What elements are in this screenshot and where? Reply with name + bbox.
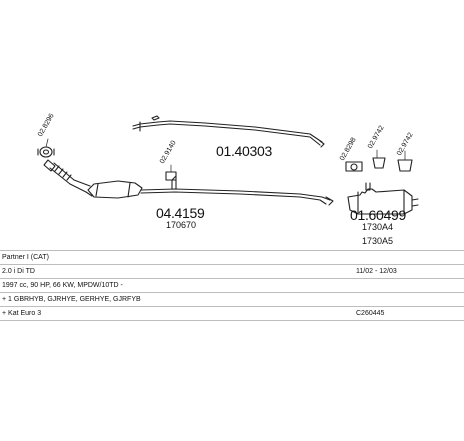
vehicle-info-row: Partner I (CAT) — [0, 250, 464, 265]
vehicle-info-row: 2.0 i Di TD 11/02 - 12/03 — [0, 265, 464, 279]
vehicle-info-table: Partner I (CAT) 2.0 i Di TD 11/02 - 12/0… — [0, 250, 464, 321]
part-label-01-60499: 01.60499 — [350, 207, 406, 223]
gasket-02-8298-drawing — [345, 161, 363, 172]
vehicle-emission: + Kat Euro 3 — [2, 310, 42, 317]
gasket-02-8296-drawing — [37, 138, 55, 158]
part-label-01-40303: 01.40303 — [216, 143, 272, 159]
exhaust-system-diagram: 02.8296 01.40303 02.9140 04.4159 170670 … — [37, 113, 419, 246]
catalytic-converter-drawing — [43, 159, 334, 206]
vehicle-engine-codes: + 1 GBRHYB, GJRHYE, GERHYE, GJRFYB — [2, 296, 141, 303]
hanger-02-9742-right-drawing — [397, 150, 413, 172]
vehicle-model: Partner I (CAT) — [2, 254, 49, 261]
exhaust-parts-drawing — [37, 115, 419, 215]
hanger-02-9140-drawing — [165, 164, 177, 181]
hanger-02-9742-top-drawing — [372, 149, 386, 169]
part-label-170670: 170670 — [166, 220, 197, 230]
part-label-04-4159: 04.4159 — [156, 205, 205, 221]
vehicle-info-row: + 1 GBRHYB, GJRHYE, GERHYE, GJRFYB — [0, 293, 464, 307]
rear-silencer-drawing — [347, 182, 419, 215]
part-label-1730a5: 1730A5 — [362, 236, 394, 246]
vehicle-info-row: 1997 cc, 90 HP, 66 KW, MPDW/10TD - — [0, 279, 464, 293]
vehicle-date-range: 11/02 - 12/03 — [356, 268, 397, 275]
vehicle-info-row: + Kat Euro 3 C260445 — [0, 307, 464, 321]
vehicle-engine: 2.0 i Di TD — [2, 268, 35, 275]
intermediate-pipe-upper — [132, 115, 325, 148]
catalog-code: C260445 — [356, 310, 385, 317]
vehicle-specs: 1997 cc, 90 HP, 66 KW, MPDW/10TD - — [2, 282, 123, 289]
part-label-1730a4: 1730A4 — [362, 222, 394, 232]
